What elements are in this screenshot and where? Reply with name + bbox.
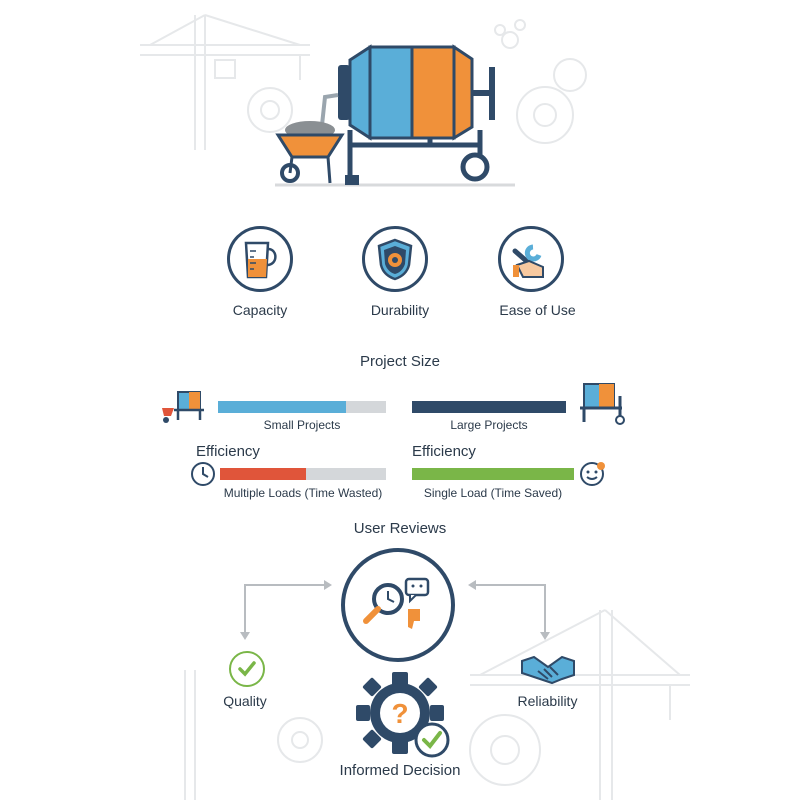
concrete-mixer-illustration [275,44,515,187]
small-projects-bar-fill [218,401,346,413]
reliability-label: Reliability [517,693,578,709]
reviews-analysis-icon [341,548,455,662]
measuring-jug-icon [227,226,293,292]
handshake-icon [521,655,575,685]
svg-text:?: ? [391,698,408,729]
multiple-loads-bar-fill [220,468,307,480]
large-projects-bar-fill [412,401,566,413]
decision-gear-icon: ? [356,672,450,758]
clock-icon [191,462,215,486]
quality-check-icon [229,651,265,687]
single-load-caption: Single Load (Time Saved) [423,486,563,500]
large-projects-bar [412,401,566,413]
small-mixer-icon [162,391,204,423]
user-reviews-title: User Reviews [353,520,447,537]
project-size-title: Project Size [359,353,441,370]
small-projects-caption: Small Projects [263,418,341,432]
informed-decision-label: Informed Decision [339,762,461,779]
shield-gear-icon [362,226,428,292]
feature-label-ease-of-use: Ease of Use [499,302,576,318]
review-connector-arrows [240,580,550,640]
quality-label: Quality [223,693,267,709]
multiple-loads-bar [220,468,386,480]
smiley-icon [580,462,605,486]
large-projects-caption: Large Projects [450,418,528,432]
single-load-bar [412,468,574,480]
multiple-loads-caption: Multiple Loads (Time Wasted) [223,486,383,500]
efficiency-heading-left: Efficiency [196,443,260,460]
small-projects-bar [218,401,386,413]
single-load-bar-fill [412,468,574,480]
hand-wrench-icon [498,226,564,292]
feature-label-durability: Durability [370,302,430,318]
large-mixer-icon [580,383,625,425]
efficiency-heading-right: Efficiency [412,443,476,460]
feature-label-capacity: Capacity [232,302,288,318]
